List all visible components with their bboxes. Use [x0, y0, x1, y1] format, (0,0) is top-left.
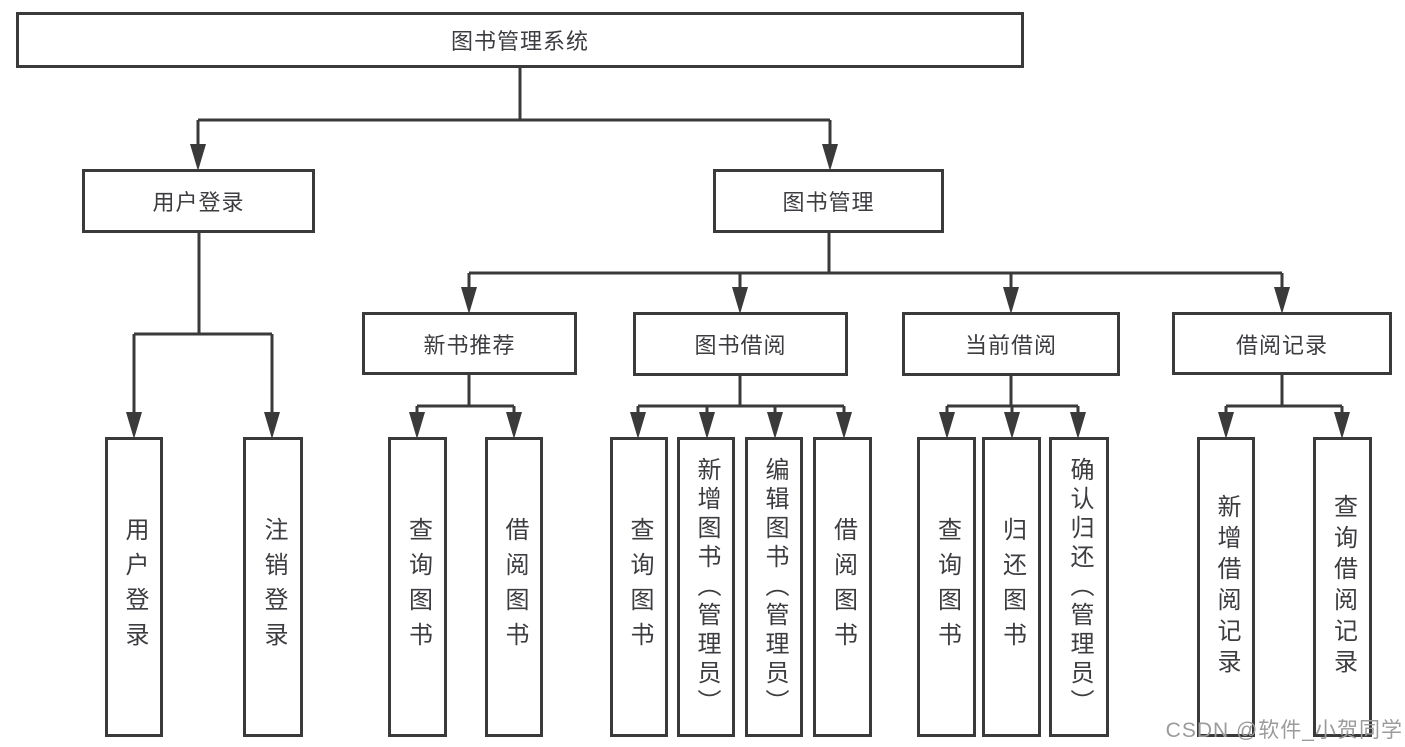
node-book-management-system: 图书管理系统: [16, 12, 1024, 68]
node-borrowing-records: 借阅记录: [1172, 312, 1392, 375]
node-book-management: 图书管理: [713, 169, 944, 233]
leaf-query-books-borrowing: 查询图书: [610, 437, 668, 737]
leaf-label: 查询图书: [933, 517, 961, 657]
leaf-label: 借阅图书: [829, 517, 857, 657]
leaf-label: 编辑图书（管理员）: [761, 456, 788, 718]
node-new-book-recommend: 新书推荐: [362, 312, 577, 375]
leaf-borrow-books-borrowing: 借阅图书: [813, 437, 872, 737]
node-label: 图书管理: [782, 190, 875, 215]
leaf-add-books-admin: 新增图书（管理员）: [677, 437, 735, 737]
leaf-edit-books-admin: 编辑图书（管理员）: [745, 437, 803, 737]
leaf-label: 新增图书（管理员）: [693, 456, 720, 718]
leaf-user-login: 用户登录: [105, 437, 163, 737]
leaf-label: 借阅图书: [501, 517, 528, 657]
node-label: 当前借阅: [964, 333, 1057, 358]
leaf-logout: 注销登录: [243, 437, 303, 737]
leaf-label: 用户登录: [121, 517, 148, 657]
leaf-label: 查询借阅记录: [1329, 494, 1357, 680]
leaf-label: 查询图书: [626, 517, 653, 657]
node-label: 图书管理系统: [450, 29, 589, 54]
node-current-borrowing: 当前借阅: [902, 312, 1120, 376]
node-label: 图书借阅: [694, 333, 787, 358]
leaf-label: 归还图书: [998, 517, 1026, 657]
leaf-label: 注销登录: [260, 517, 287, 657]
node-book-borrowing: 图书借阅: [633, 312, 848, 376]
node-user-login: 用户登录: [82, 169, 315, 233]
leaf-query-books-current: 查询图书: [917, 437, 976, 737]
leaf-query-borrow-record: 查询借阅记录: [1313, 437, 1372, 737]
leaf-label: 新增借阅记录: [1213, 494, 1240, 680]
leaf-query-books-recommend: 查询图书: [388, 437, 447, 737]
node-label: 新书推荐: [423, 332, 516, 358]
leaf-confirm-return-admin: 确认归还（管理员）: [1049, 437, 1109, 737]
leaf-label: 查询图书: [404, 517, 432, 657]
watermark: CSDN @软件_小贺同学: [1165, 719, 1403, 742]
leaf-add-borrow-record: 新增借阅记录: [1197, 437, 1255, 737]
node-label: 借阅记录: [1235, 332, 1328, 358]
arrowhead-icons: [126, 144, 1350, 439]
leaf-label: 确认归还（管理员）: [1066, 456, 1093, 718]
node-label: 用户登录: [152, 190, 245, 215]
leaf-return-books: 归还图书: [982, 437, 1041, 737]
leaf-borrow-books-recommend: 借阅图书: [485, 437, 543, 737]
